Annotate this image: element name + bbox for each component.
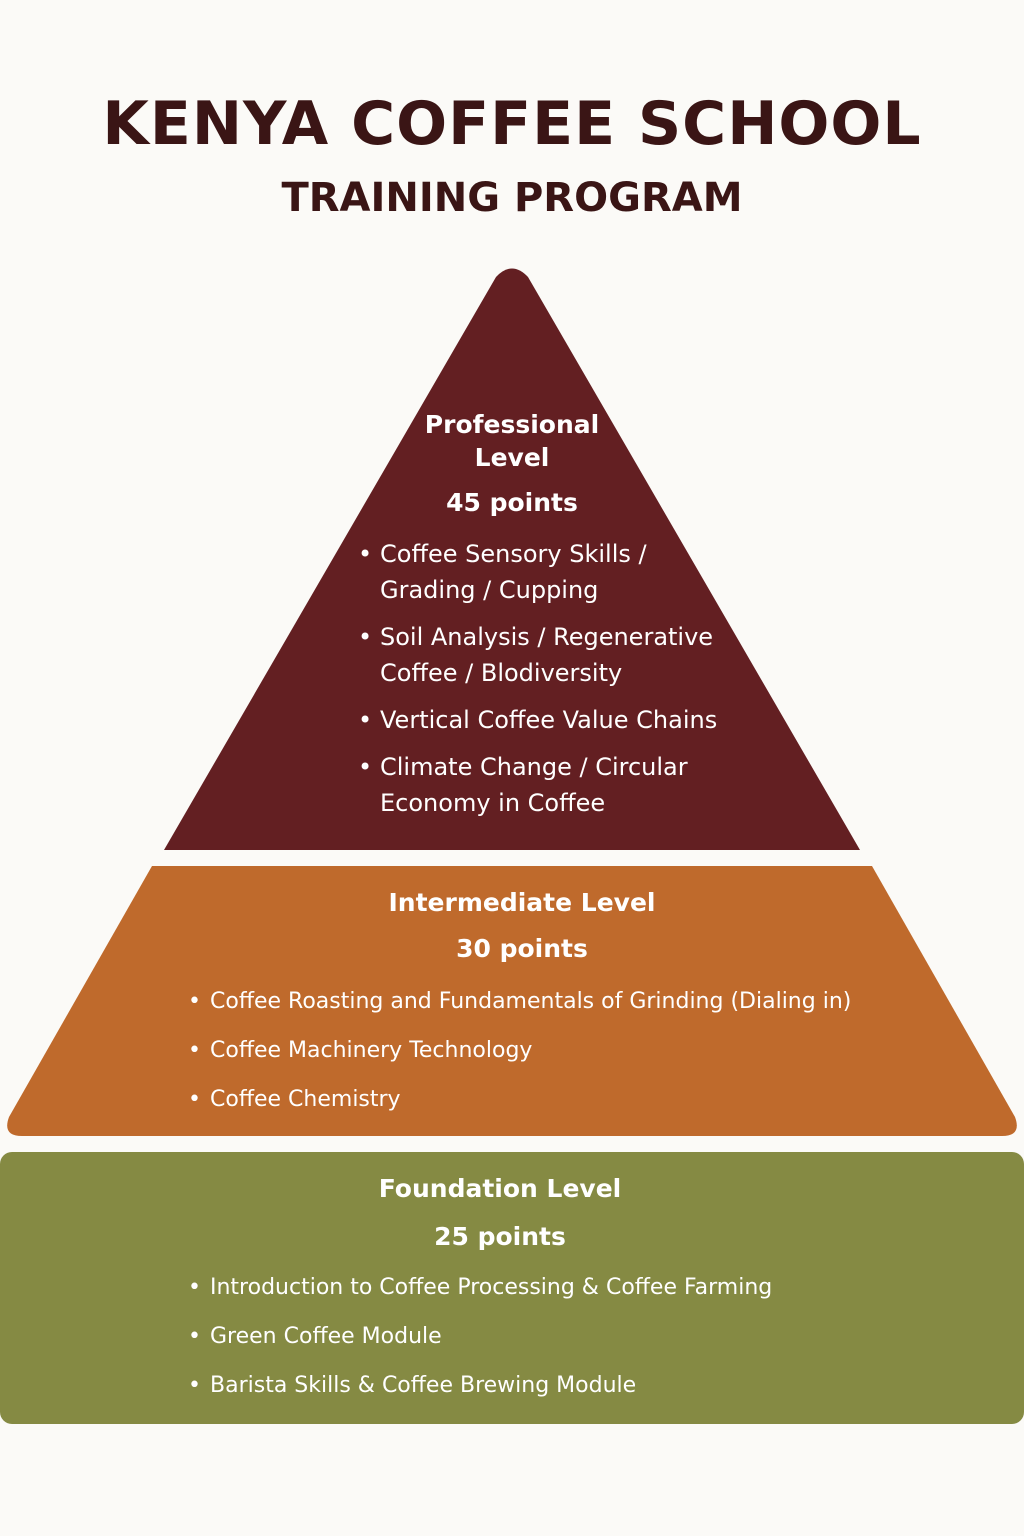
foundation-level-points: 25 points — [434, 1222, 566, 1251]
list-item: Climate Change / Circular Economy in Cof… — [358, 749, 700, 821]
intermediate-level-list: Coffee Roasting and Fundamentals of Grin… — [188, 984, 851, 1131]
list-item: Soil Analysis / Regenerative Coffee / Bl… — [358, 619, 740, 691]
list-item: Coffee Sensory Skills / Grading / Cuppin… — [358, 536, 680, 608]
professional-level-points: 45 points — [446, 488, 578, 517]
professional-level-title: Professional Level — [424, 410, 600, 472]
list-item: Introduction to Coffee Processing & Coff… — [188, 1270, 772, 1306]
list-item: Barista Skills & Coffee Brewing Module — [188, 1368, 772, 1404]
list-item: Coffee Machinery Technology — [188, 1033, 851, 1069]
foundation-level-list: Introduction to Coffee Processing & Coff… — [188, 1270, 772, 1417]
list-item: Green Coffee Module — [188, 1319, 772, 1355]
page-subtitle: TRAINING PROGRAM — [281, 175, 743, 221]
intermediate-level-points: 30 points — [456, 934, 588, 963]
professional-level-list: Coffee Sensory Skills / Grading / Cuppin… — [358, 536, 760, 832]
page-title: KENYA COFFEE SCHOOL — [102, 89, 922, 159]
list-item: Vertical Coffee Value Chains — [358, 702, 760, 738]
list-item: Coffee Roasting and Fundamentals of Grin… — [188, 984, 851, 1020]
intermediate-level-title: Intermediate Level — [388, 888, 656, 917]
foundation-level-title: Foundation Level — [378, 1174, 622, 1203]
list-item: Coffee Chemistry — [188, 1082, 851, 1118]
